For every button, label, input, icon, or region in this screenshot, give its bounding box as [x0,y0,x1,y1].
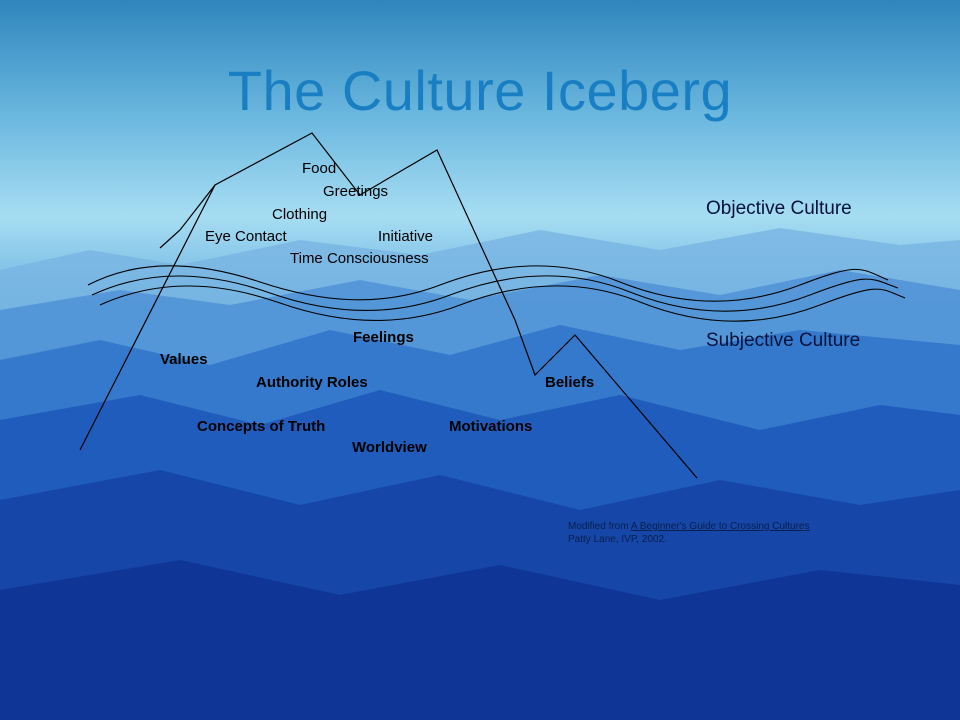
label-initiative: Initiative [378,228,434,245]
label-beliefs: Beliefs [545,374,595,391]
objective-culture-label: Objective Culture [706,198,852,219]
label-authority-roles: Authority Roles [256,374,368,391]
iceberg-outline [79,132,698,479]
label-worldview: Worldview [352,439,427,456]
credit-book-title: A Beginner's Guide to Crossing Cultures [630,521,810,532]
label-time-consciousness: Time Consciousness [290,250,429,267]
label-values: Values [160,351,208,368]
waterline-waves [87,265,906,322]
label-concepts-of-truth: Concepts of Truth [197,418,326,435]
label-feelings: Feelings [353,329,414,346]
label-greetings: Greetings [323,183,389,200]
slide-title: The Culture Iceberg [227,59,733,122]
label-motivations: Motivations [449,418,533,435]
label-eye-contact: Eye Contact [205,228,287,245]
label-food: Food [302,160,337,177]
subjective-culture-label: Subjective Culture [706,330,861,351]
iceberg-left-tip-line [159,184,216,249]
credit-author: Patty Lane, IVP, 2002. [568,534,667,545]
label-clothing: Clothing [272,206,328,223]
credit-prefix: Modified from [568,521,629,532]
source-credit: Modified from A Beginner's Guide to Cros… [568,520,809,546]
iceberg-peak-line [79,132,698,479]
